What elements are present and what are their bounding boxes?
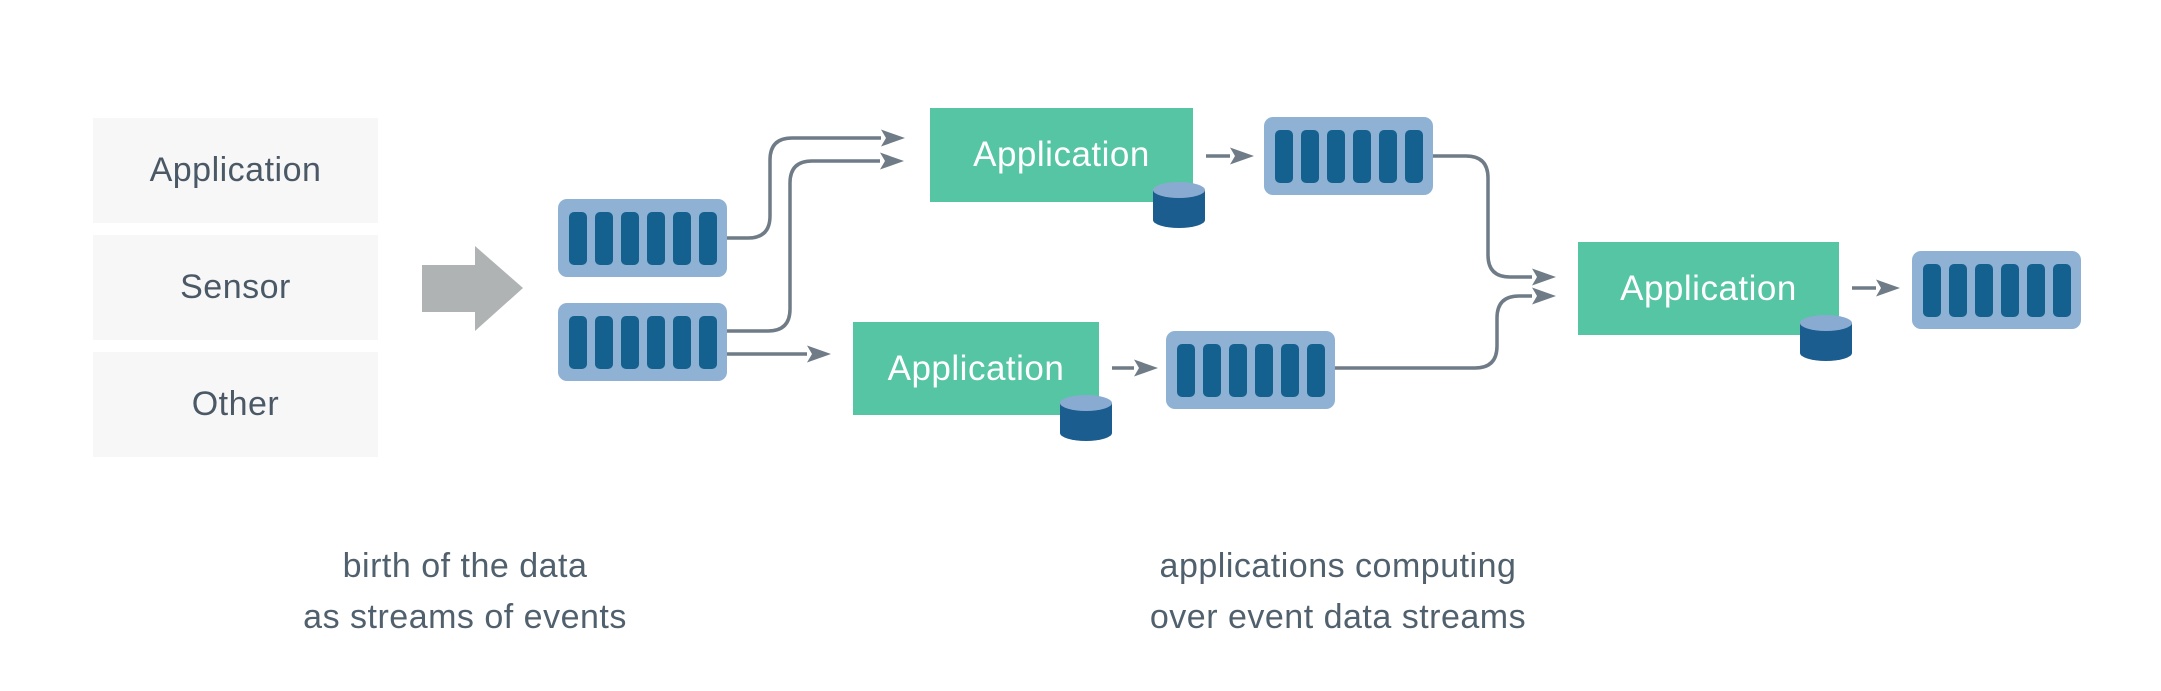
- flow-arrow-icon: [807, 345, 831, 363]
- caption-right: applications computing over event data s…: [1038, 541, 1638, 643]
- caption-left-line2: as streams of events: [303, 598, 627, 636]
- stream-segment: [2000, 263, 2019, 317]
- flow-arrow-icon: [1230, 147, 1254, 165]
- stream-segment: [1404, 129, 1423, 183]
- stream-segment: [672, 315, 691, 369]
- stream-segment: [1922, 263, 1941, 317]
- database-cylinder-icon: [1060, 395, 1112, 441]
- stream-segment: [620, 315, 639, 369]
- stream-segment: [1306, 343, 1325, 397]
- database-cylinder-icon: [1153, 182, 1205, 228]
- caption-right-line1: applications computing: [1159, 547, 1517, 585]
- event-stream-icon-5: [1912, 251, 2081, 329]
- application-node-label: Application: [1620, 268, 1797, 308]
- stream-segment: [568, 315, 587, 369]
- source-label: Application: [149, 151, 322, 189]
- event-stream-icon-2: [558, 303, 727, 381]
- connector-stream2-to-app1: [727, 159, 880, 333]
- stream-segment: [594, 211, 613, 265]
- source-box-application: Application: [93, 118, 378, 223]
- flow-arrow-icon: [1532, 287, 1556, 305]
- stream-segment: [1274, 129, 1293, 183]
- source-label: Sensor: [180, 268, 291, 306]
- application-node-1: Application: [930, 108, 1193, 202]
- connector-stream3-to-app3: [1433, 154, 1532, 279]
- database-cylinder-icon: [1800, 315, 1852, 361]
- connector-stream1-to-app1: [727, 136, 881, 240]
- stream-segment: [1228, 343, 1247, 397]
- stream-segment: [1326, 129, 1345, 183]
- stream-segment: [2026, 263, 2045, 317]
- database-cylinder-icon: [1153, 182, 1205, 228]
- application-node-label: Application: [973, 135, 1150, 174]
- stream-segment: [1300, 129, 1319, 183]
- database-cylinder-icon: [1060, 395, 1112, 441]
- application-node-label: Application: [887, 348, 1065, 388]
- event-stream-icon-3: [1264, 117, 1433, 195]
- stream-segment: [620, 211, 639, 265]
- stream-segment: [646, 211, 665, 265]
- stream-segment: [594, 315, 613, 369]
- flow-arrow-icon: [1876, 279, 1900, 297]
- source-box-other: Other: [93, 352, 378, 457]
- stream-segment: [698, 211, 717, 265]
- caption-left-line1: birth of the data: [342, 547, 588, 585]
- stream-segment: [672, 211, 691, 265]
- source-label: Other: [191, 385, 280, 423]
- event-stream-icon-1: [558, 199, 727, 277]
- source-box-sensor: Sensor: [93, 235, 378, 340]
- stream-segment: [1280, 343, 1299, 397]
- caption-right-line2: over event data streams: [1149, 598, 1527, 636]
- database-cylinder-icon: [1800, 315, 1852, 361]
- application-node-3: Application: [1578, 242, 1839, 335]
- stream-segment: [568, 211, 587, 265]
- flow-arrow-icon: [881, 129, 905, 147]
- stream-segment: [1254, 343, 1273, 397]
- stream-segment: [1378, 129, 1397, 183]
- connector-stream4-to-app3: [1334, 294, 1532, 370]
- stream-segment: [646, 315, 665, 369]
- stream-segment: [1202, 343, 1221, 397]
- caption-left: birth of the data as streams of events: [165, 541, 765, 643]
- flow-arrow-icon: [880, 152, 904, 170]
- application-node-2: Application: [853, 322, 1099, 415]
- stream-segment: [1974, 263, 1993, 317]
- stream-segment: [698, 315, 717, 369]
- flow-arrow-icon: [1532, 268, 1556, 286]
- big-right-arrow-icon: [422, 246, 523, 331]
- stream-segment: [2052, 263, 2071, 317]
- stream-segment: [1352, 129, 1371, 183]
- event-stream-icon-4: [1166, 331, 1335, 409]
- stream-segment: [1176, 343, 1195, 397]
- flow-arrow-icon: [1134, 359, 1158, 377]
- stream-segment: [1948, 263, 1967, 317]
